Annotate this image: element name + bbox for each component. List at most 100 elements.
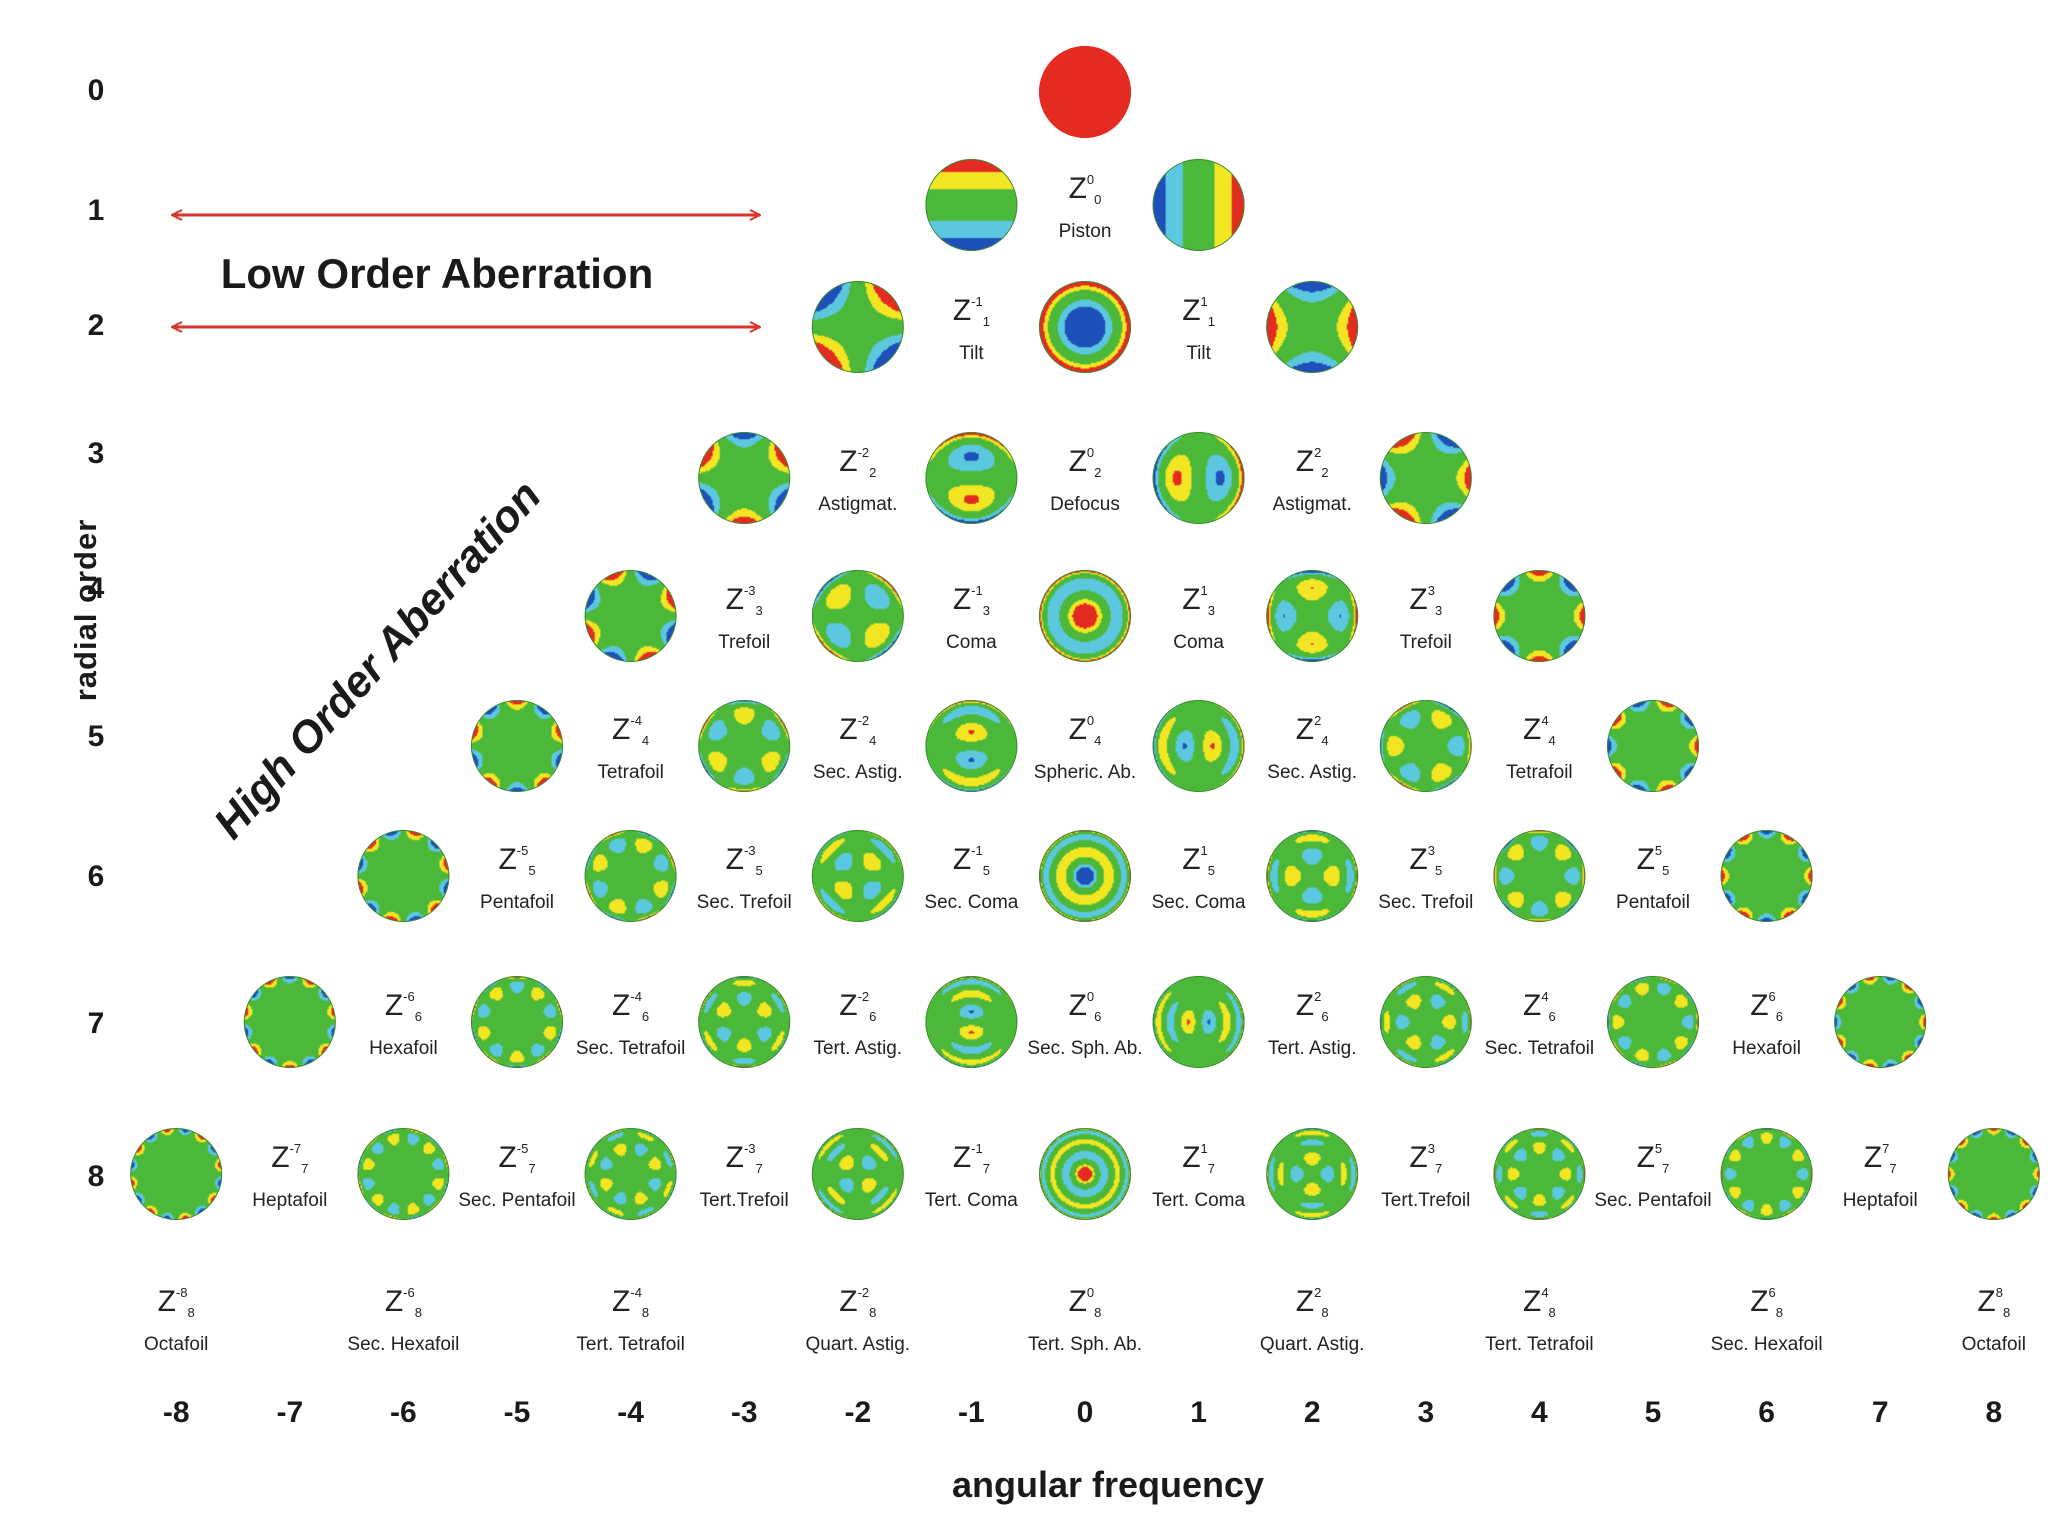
secondary-coma-map-icon [925,700,1018,792]
tilt-map-icon [925,159,1018,251]
zernike-symbol-m: 5 [1654,843,1663,858]
zernike-symbol: Z-68 [313,1278,493,1328]
zernike-symbol-m: 1 [1200,843,1208,858]
zernike-term-name: Pentafoil [480,892,554,913]
octafoil-map-icon [130,1128,223,1220]
zernike-symbol-letter: Z [1636,1141,1655,1174]
zernike-map-rim [1039,46,1131,138]
zernike-symbol: Z22 [1222,438,1402,488]
zernike-symbol-m: 2 [1314,989,1322,1004]
zernike-symbol-m: 4 [1541,713,1549,728]
zernike-symbol-m: -4 [630,713,642,728]
zernike-symbol-letter: Z [1068,445,1087,478]
zernike-term-name: Sec. Tetrafoil [1484,1038,1595,1059]
zernike-map-image [925,700,1018,792]
heptafoil-map-icon [243,976,336,1068]
zernike-symbol-m: 6 [1768,1285,1776,1300]
zernike-map-image [811,570,904,662]
zernike-map-image [1379,976,1472,1068]
tertiary-astigmatism-map-icon [1266,830,1359,922]
zernike-symbol-m: 2 [1314,713,1322,728]
zernike-map-rim [925,432,1018,524]
zernike-map-image [811,1128,904,1220]
angular-frequency-tick: -5 [503,1396,531,1429]
zernike-symbol-letter: Z [725,843,744,876]
secondary-astigmatism-map-icon [811,570,904,662]
heptafoil-map-icon [1834,976,1927,1068]
zernike-symbol-m: -1 [971,843,983,858]
zernike-term-name: Sec. Trefoil [1378,892,1474,913]
zernike-symbol-letter: Z [1977,1285,1996,1318]
zernike-symbol-n: 7 [755,1161,763,1176]
zernike-term-name: Tert. Tetrafoil [576,1334,685,1355]
zernike-term-name: Octafoil [143,1334,209,1355]
zernike-symbol-n: 6 [641,1009,650,1024]
zernike-map-image [1039,830,1131,922]
zernike-symbol: Z-15 [881,836,1061,886]
angular-frequency-tick: 8 [1985,1396,2003,1429]
angular-frequency-tick: 6 [1758,1396,1775,1429]
zernike-symbol-letter: Z [1182,843,1201,876]
trefoil-map-icon [698,432,791,524]
zernike-symbol-letter: Z [1295,445,1315,478]
zernike-symbol-letter: Z [952,1141,972,1174]
astigmatism-map-icon [811,281,904,373]
zernike-symbol-n: 8 [2002,1305,2011,1320]
zernike-symbol-m: 8 [1995,1285,2003,1300]
zernike-symbol-n: 8 [869,1305,877,1320]
zernike-term-name: Tilt [959,343,984,364]
zernike-map-rim [584,1128,677,1220]
tertiary-tetrafoil-map-icon [584,1128,677,1220]
x-axis-label: angular frequency [951,1464,1265,1505]
zernike-symbol-m: 1 [1200,294,1208,309]
angular-frequency-tick: -6 [390,1396,417,1429]
zernike-map-image [357,830,450,922]
angular-frequency-tick: -2 [844,1396,872,1429]
zernike-symbol-letter: Z [1182,294,1201,327]
zernike-symbol: Z-88 [86,1278,266,1328]
zernike-symbol-letter: Z [384,989,404,1022]
zernike-symbol-m: 2 [1314,1285,1322,1300]
zernike-symbol-letter: Z [1409,1141,1428,1174]
zernike-symbol: Z-24 [768,706,948,756]
zernike-symbol: Z-26 [768,982,948,1032]
low-order-arrows [172,215,760,327]
zernike-map-rim [471,700,563,792]
tertiary-coma-map-icon [925,976,1018,1068]
zernike-map-rim [1152,700,1245,792]
zernike-symbol: Z02 [995,438,1175,488]
zernike-symbol-m: 5 [1654,1141,1663,1156]
zernike-symbol-letter: Z [1182,1141,1201,1174]
zernike-map-image [471,700,563,792]
zernike-map-image [811,830,904,922]
tertiary-spherical-map-icon [1039,1128,1131,1220]
angular-frequency-tick: 0 [1076,1396,1094,1429]
zernike-symbol-letter: Z [725,1141,744,1174]
zernike-symbol-letter: Z [157,1285,176,1318]
zernike-map-image [811,281,904,373]
zernike-map-image [1493,830,1586,922]
zernike-term-name: Tert. Coma [924,1190,1018,1211]
zernike-term-name: Sec. Trefoil [696,892,792,913]
secondary-hexafoil-map-icon [1720,1128,1813,1220]
zernike-term-name: Tetrafoil [1506,762,1573,783]
zernike-symbol-n: 3 [755,603,763,618]
zernike-symbol-n: 3 [982,603,990,618]
zernike-symbol: Z-57 [427,1134,607,1184]
zernike-symbol-letter: Z [271,1141,290,1174]
zernike-symbol-m: -2 [857,713,870,728]
zernike-symbol-m: 0 [1086,1285,1095,1300]
zernike-term-name: Trefoil [1399,632,1452,653]
angular-frequency-tick: -8 [162,1396,190,1429]
